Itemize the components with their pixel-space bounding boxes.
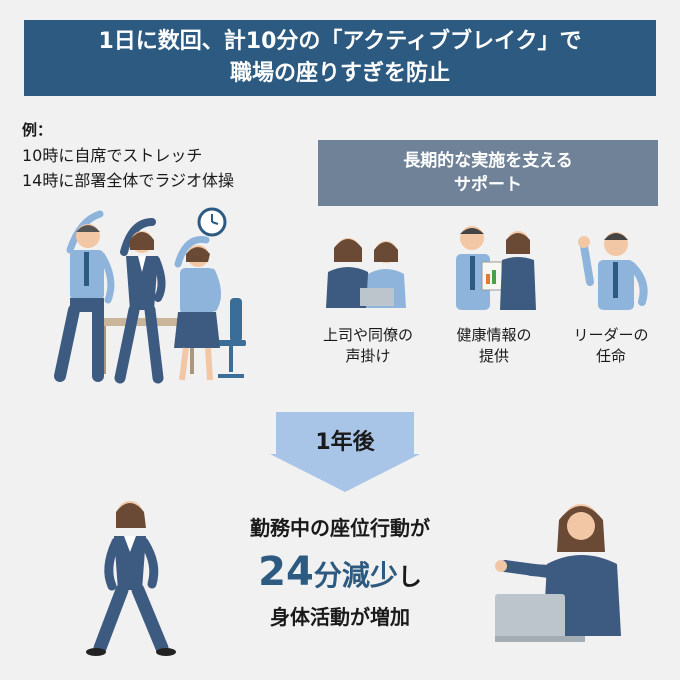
office-chair-icon bbox=[216, 298, 246, 378]
example-block: 例： 10時に自席でストレッチ 14時に部署全体でラジオ体操 bbox=[22, 118, 234, 193]
support-item-leader-line-2: 任命 bbox=[595, 347, 626, 365]
support-item-health-info-line-2: 提供 bbox=[478, 347, 509, 365]
colleagues-talking-illustration bbox=[326, 238, 406, 308]
title-line-2: 職場の座りすぎを防止 bbox=[229, 61, 450, 86]
support-header-line-1: 長期的な実施を支える bbox=[403, 151, 573, 171]
leader-raising-hand-illustration bbox=[578, 232, 648, 310]
result-line-1: 勤務中の座位行動が bbox=[250, 516, 430, 540]
woman-stretching-figure-right bbox=[174, 236, 221, 381]
result-unit: 分減少 bbox=[313, 559, 398, 592]
clock-icon bbox=[197, 207, 227, 237]
result-number: 24 bbox=[258, 549, 314, 595]
stretching-group-illustration bbox=[54, 207, 246, 384]
support-item-leader-line-1: リーダーの bbox=[573, 326, 649, 344]
result-suffix: し bbox=[397, 563, 422, 591]
health-info-handout-illustration bbox=[456, 226, 536, 310]
support-header: 長期的な実施を支える サポート bbox=[318, 140, 658, 206]
result-line-2: 24分減少し bbox=[200, 549, 480, 595]
support-header-line-2: サポート bbox=[454, 175, 522, 195]
support-item-colleagues-line-2: 声掛け bbox=[345, 347, 391, 365]
support-item-leader: リーダーの 任命 bbox=[556, 325, 666, 367]
walking-woman-illustration bbox=[86, 501, 176, 656]
example-item-1: 10時に自席でストレッチ bbox=[22, 146, 203, 165]
result-line-3: 身体活動が増加 bbox=[270, 605, 410, 629]
support-item-colleagues: 上司や同僚の 声掛け bbox=[308, 325, 428, 367]
man-stretching-figure bbox=[54, 210, 115, 382]
desk-stretching-woman-illustration bbox=[495, 504, 621, 642]
woman-stretching-figure bbox=[114, 218, 166, 384]
support-item-health-info-line-1: 健康情報の bbox=[456, 326, 532, 344]
example-item-2: 14時に部署全体でラジオ体操 bbox=[22, 171, 235, 190]
down-arrow-icon bbox=[270, 412, 420, 492]
result-block: 勤務中の座位行動が 24分減少し 身体活動が増加 bbox=[200, 512, 480, 630]
support-item-colleagues-line-1: 上司や同僚の bbox=[322, 326, 413, 344]
title-banner: 1日に数回、計10分の「アクティブブレイク」で 職場の座りすぎを防止 bbox=[24, 20, 656, 96]
example-heading: 例： bbox=[22, 121, 53, 139]
support-item-health-info: 健康情報の 提供 bbox=[434, 325, 554, 367]
after-one-year-label: 1年後 bbox=[315, 430, 375, 455]
title-line-1: 1日に数回、計10分の「アクティブブレイク」で bbox=[98, 29, 582, 54]
